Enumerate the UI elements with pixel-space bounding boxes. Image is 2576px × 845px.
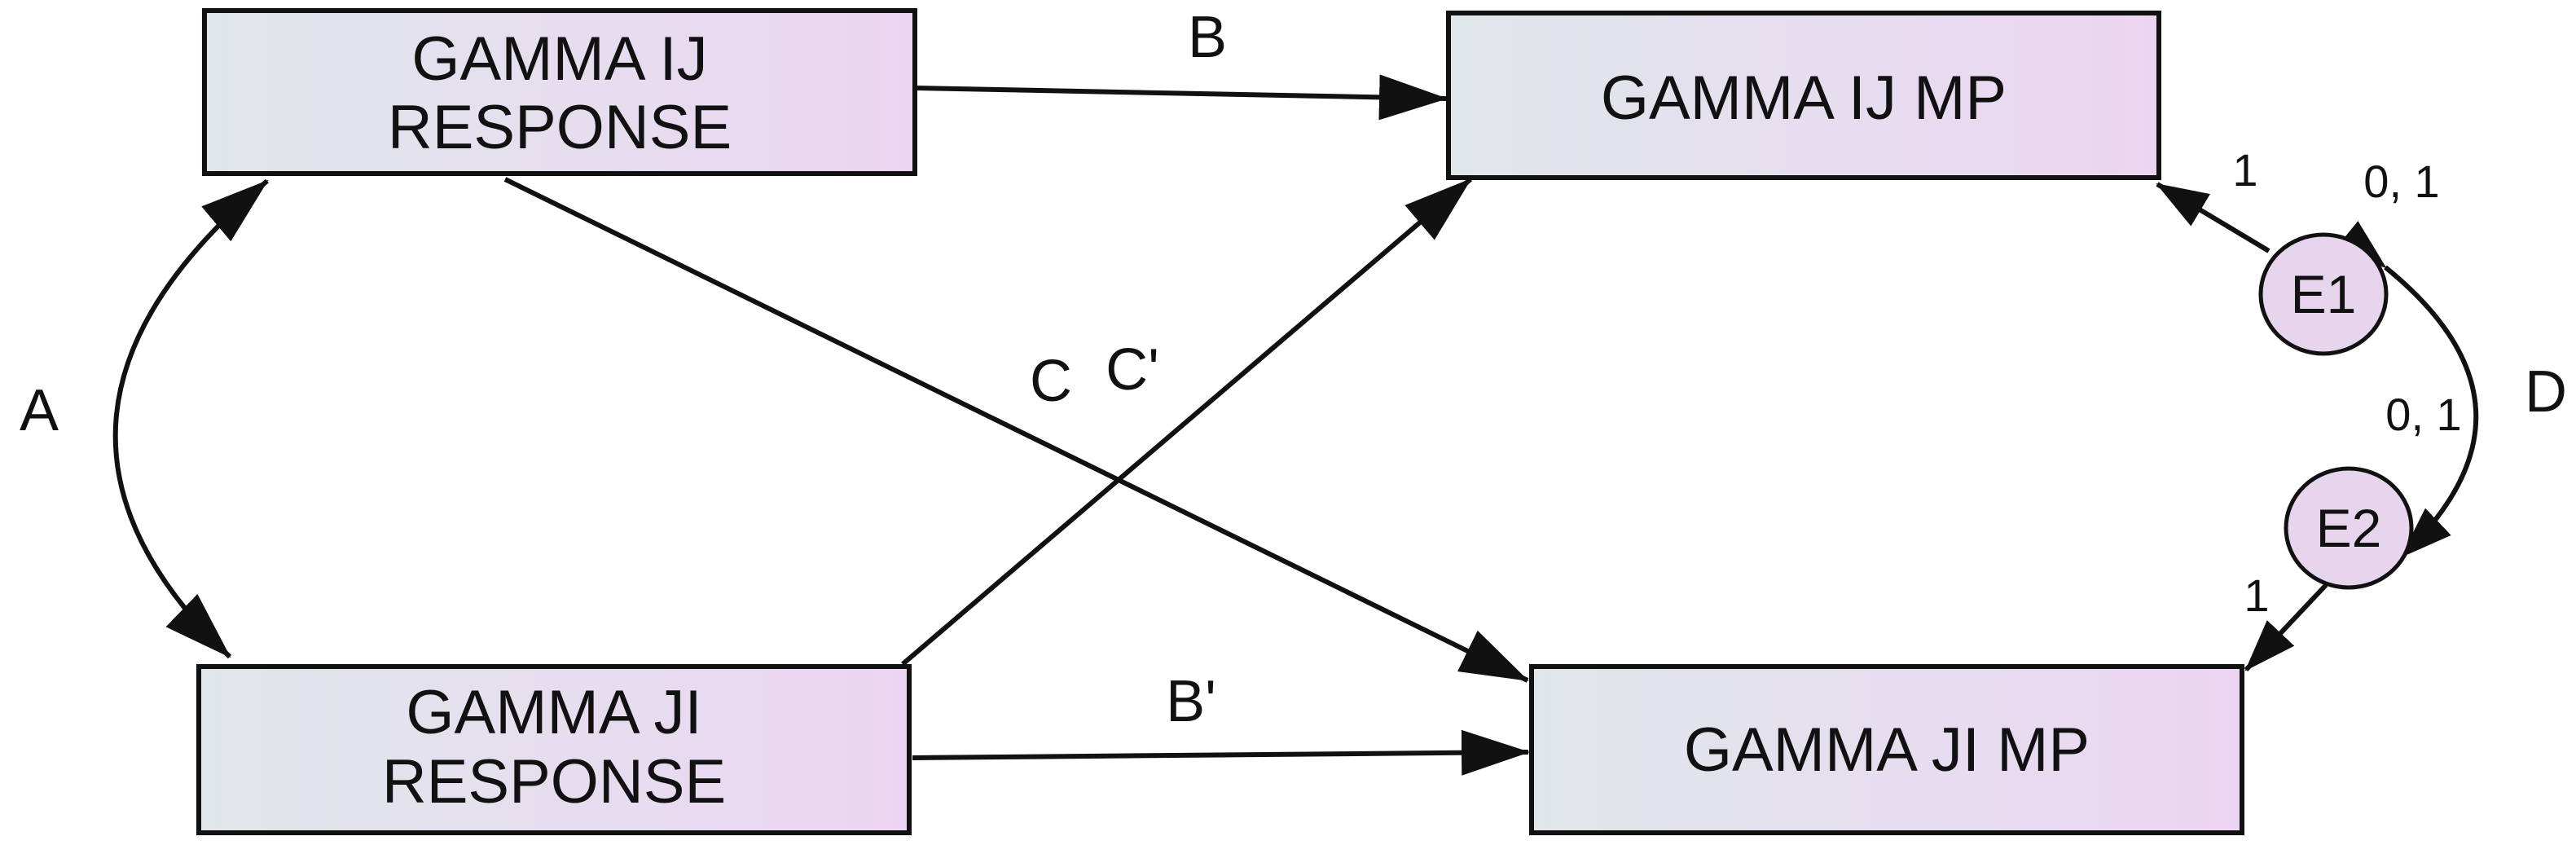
path-a-covariance — [112, 178, 269, 659]
e1-loading-arrow — [2156, 182, 2270, 253]
box-gamma-ji-mp-label: GAMMA JI MP — [1684, 715, 2090, 785]
path-c-arrow — [503, 177, 1529, 683]
label-b-prime: B' — [1166, 669, 1216, 734]
box-gamma-ij-response-line2: RESPONSE — [388, 93, 732, 162]
label-c: C — [1030, 349, 1072, 414]
box-gamma-ij-response-line1: GAMMA IJ — [411, 24, 707, 94]
path-b-prime-arrow — [912, 729, 1530, 776]
box-gamma-ji-response-line2: RESPONSE — [382, 747, 726, 816]
box-gamma-ji-response-line1: GAMMA JI — [406, 678, 701, 747]
path-b-arrow — [916, 74, 1448, 121]
path-c-prime-arrow — [901, 177, 1472, 667]
label-e1-params: 0, 1 — [2363, 156, 2439, 207]
error-e2-label: E2 — [2316, 498, 2382, 558]
error-e1: E1 — [2258, 232, 2389, 356]
box-gamma-ji-response: GAMMA JI RESPONSE — [196, 664, 912, 835]
box-gamma-ji-mp: GAMMA JI MP — [1529, 664, 2244, 835]
label-e2-params: 0, 1 — [2385, 389, 2461, 440]
label-c-prime: C' — [1106, 337, 1159, 403]
box-gamma-ij-response: GAMMA IJ RESPONSE — [202, 8, 917, 176]
path-d-covariance — [2334, 221, 2479, 559]
error-e1-label: E1 — [2291, 264, 2357, 324]
box-gamma-ij-mp-label: GAMMA IJ MP — [1601, 64, 2007, 133]
box-gamma-ij-mp: GAMMA IJ MP — [1446, 11, 2161, 180]
label-d: D — [2525, 359, 2567, 425]
label-a: A — [20, 378, 59, 443]
label-e1-loading: 1 — [2232, 144, 2257, 196]
e2-loading-arrow — [2244, 583, 2328, 672]
error-e2: E2 — [2284, 466, 2414, 590]
label-b: B — [1188, 5, 1227, 70]
label-e2-loading: 1 — [2244, 570, 2269, 621]
